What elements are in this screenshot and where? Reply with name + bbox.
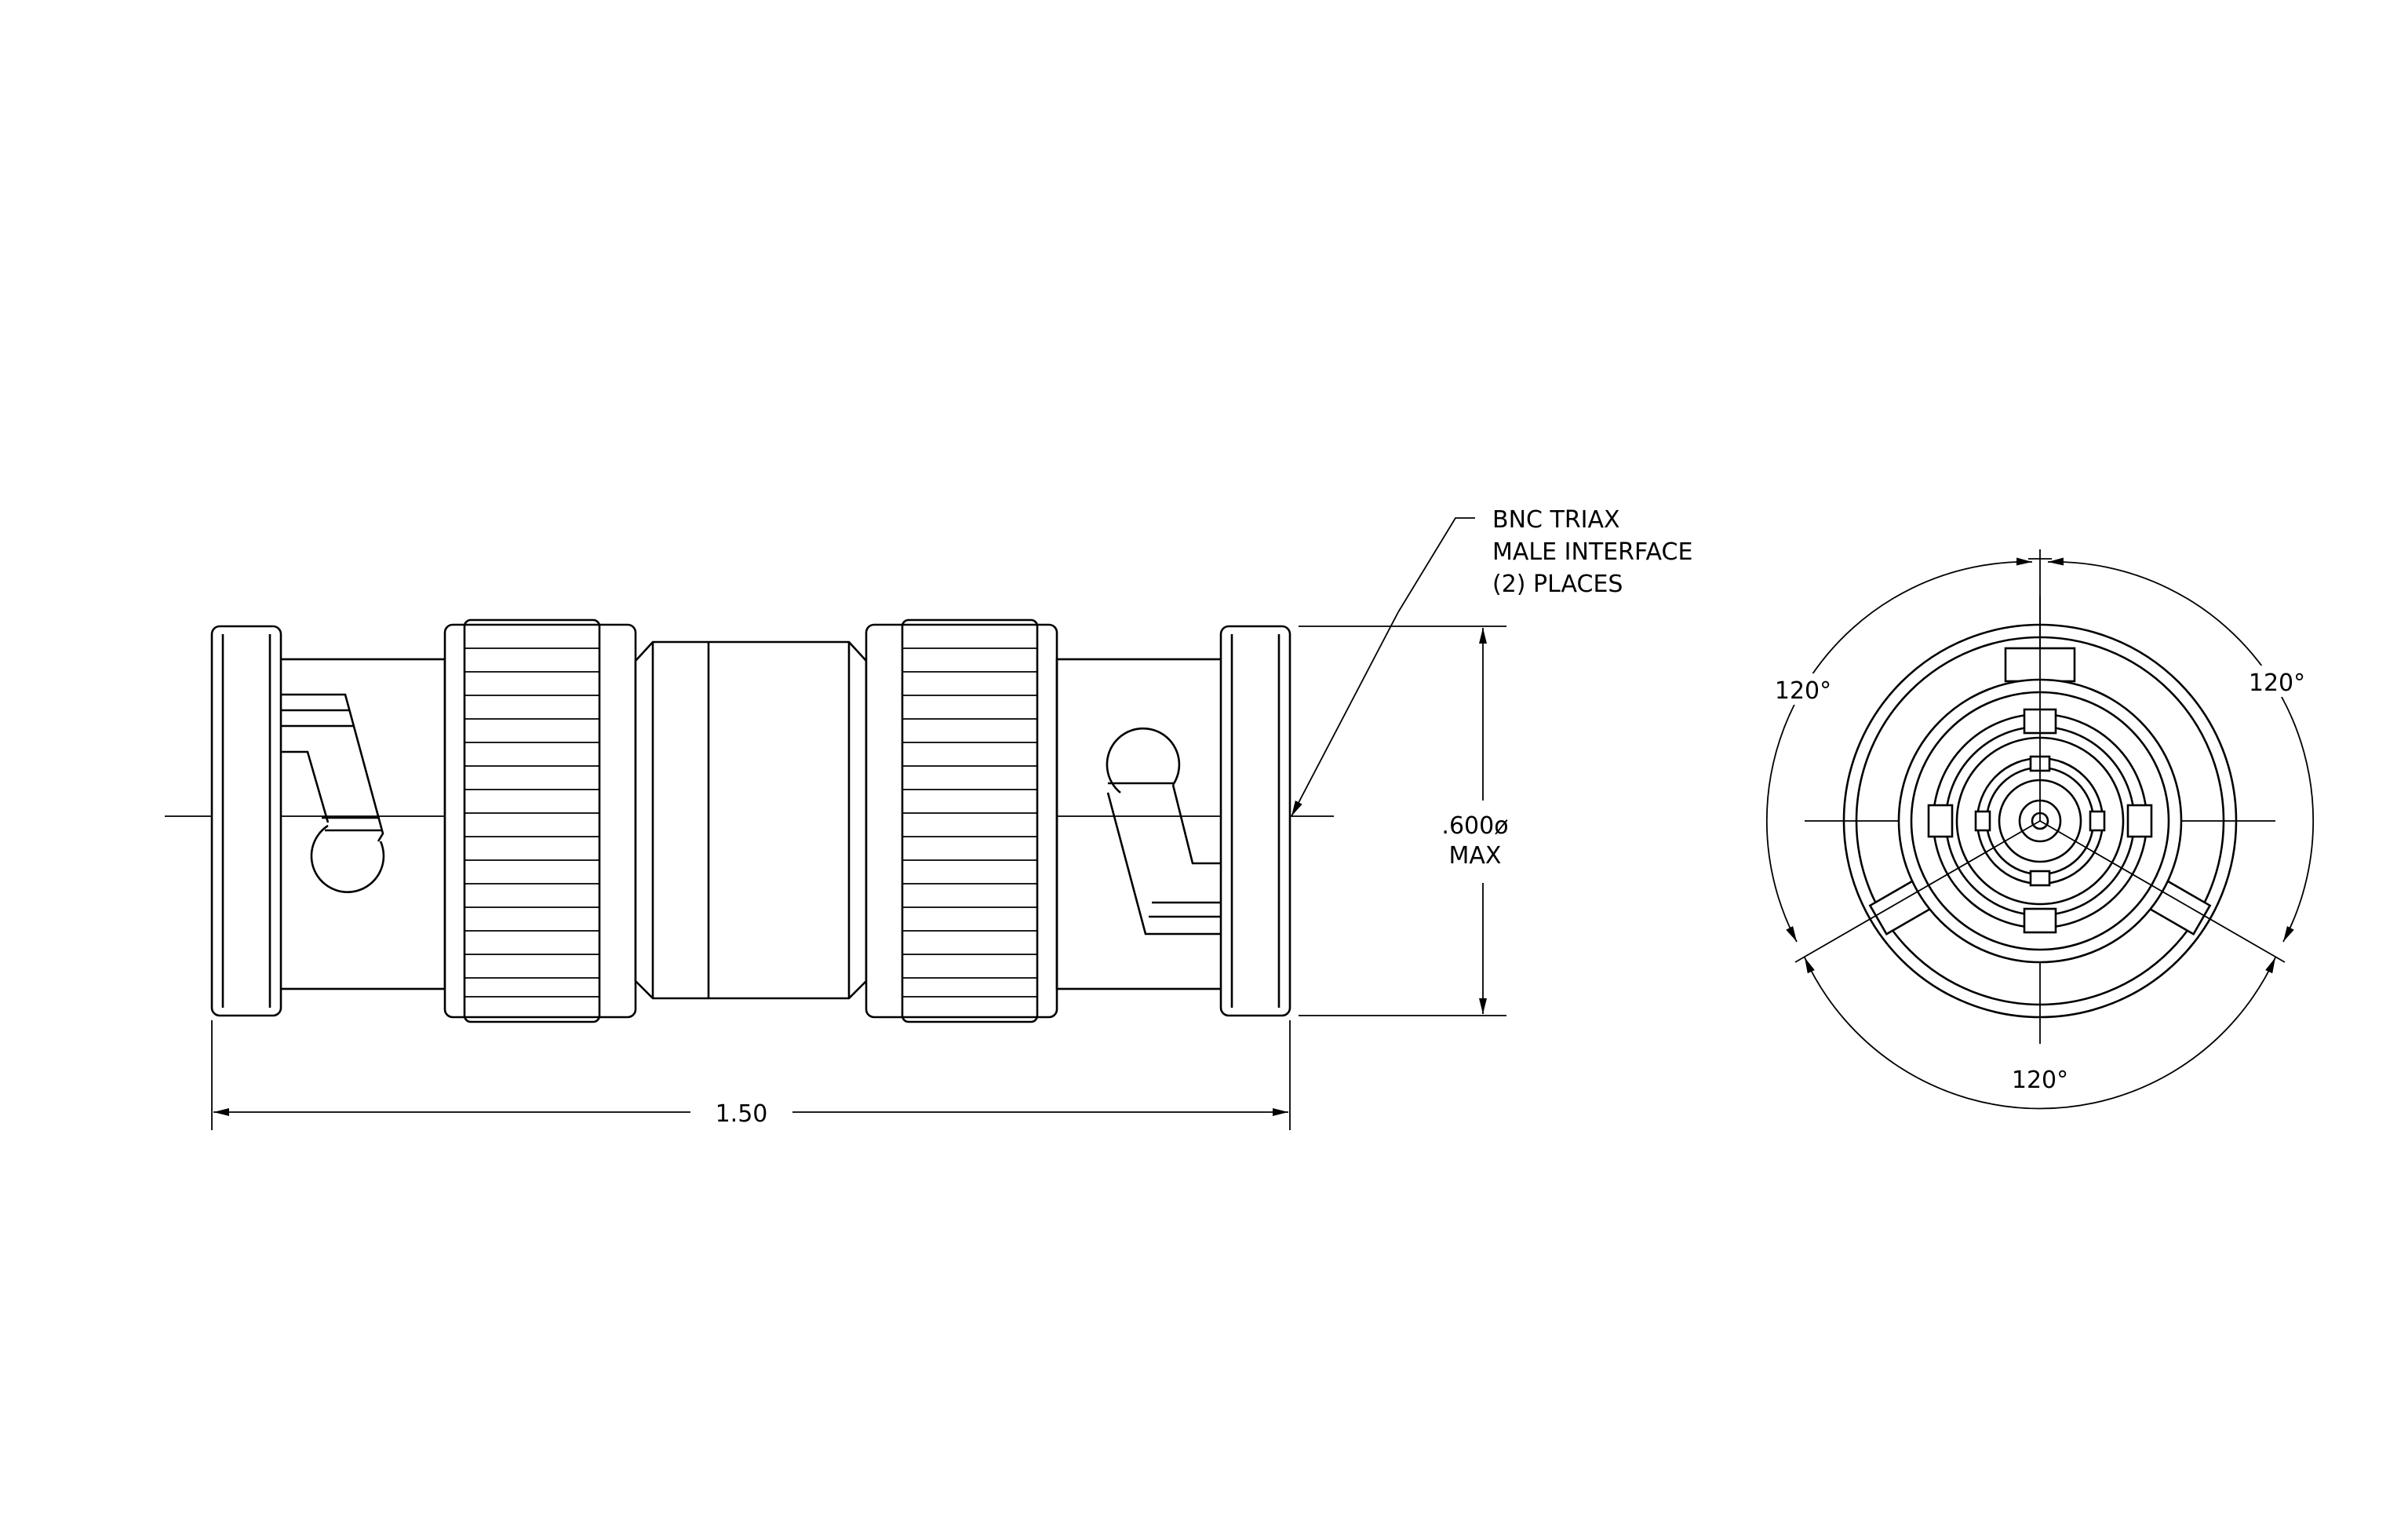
- callout-line-1: BNC TRIAX: [1492, 506, 1620, 534]
- center-hex-body: [634, 640, 868, 1000]
- right-knurled-nut: [865, 618, 1058, 1023]
- left-bayonet-slot: [280, 693, 385, 893]
- left-flange: [210, 625, 282, 1017]
- angle-label-bottom: 120°: [2012, 1067, 2068, 1094]
- callout-line-2: MALE INTERFACE: [1492, 538, 1692, 566]
- side-view: [165, 618, 1334, 1023]
- length-dimension: 1.50: [211, 1020, 1291, 1130]
- angle-label-upper-right: 120°: [2249, 669, 2305, 697]
- diameter-qualifier: MAX: [1449, 842, 1502, 870]
- callout-line-3: (2) PLACES: [1492, 571, 1623, 598]
- right-flange: [1219, 625, 1291, 1017]
- left-body-sleeve: [275, 658, 446, 990]
- left-knurled-nut: [443, 618, 637, 1023]
- right-body-sleeve: [1055, 658, 1227, 990]
- diameter-dimension: .600ø MAX: [1299, 626, 1509, 1016]
- diameter-value: .600ø: [1441, 812, 1508, 840]
- length-dimension-label: 1.50: [716, 1100, 768, 1128]
- angle-label-upper-left: 120°: [1775, 677, 1831, 705]
- end-view: 120° 120° 120°: [1765, 549, 2315, 1110]
- callout-leader: BNC TRIAX MALE INTERFACE (2) PLACES: [1291, 506, 1692, 817]
- right-bayonet-slot: [1106, 727, 1222, 936]
